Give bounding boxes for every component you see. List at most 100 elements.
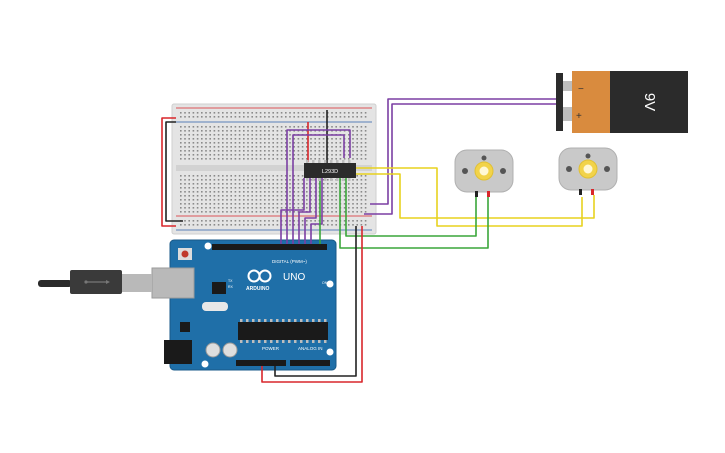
chip-pin (336, 160, 339, 163)
usb-cable[interactable] (38, 270, 152, 294)
breadboard-hole (238, 195, 241, 197)
breadboard-hole (280, 138, 283, 140)
breadboard-hole (276, 138, 279, 140)
breadboard-hole (348, 191, 350, 193)
breadboard-hole (188, 112, 190, 114)
breadboard-hole (289, 126, 291, 128)
breadboard-hole (276, 179, 279, 181)
breadboard-hole (289, 211, 291, 213)
breadboard-hole (289, 224, 291, 226)
breadboard-hole (322, 179, 325, 181)
breadboard-hole (226, 195, 228, 197)
breadboard-hole (322, 150, 325, 152)
breadboard-hole (289, 203, 291, 205)
breadboard-hole (188, 207, 190, 209)
breadboard-hole (234, 207, 237, 209)
breadboard-hole (213, 142, 216, 144)
breadboard-hole (289, 158, 291, 160)
breadboard-hole (243, 224, 245, 226)
breadboard-hole (184, 199, 186, 201)
breadboard-hole (352, 112, 354, 114)
breadboard-hole (335, 207, 337, 209)
breadboard-hole (356, 175, 358, 177)
battery-9v[interactable]: − + 9V (556, 71, 688, 133)
breadboard-hole (238, 183, 241, 185)
breadboard-hole (364, 146, 367, 148)
breadboard-hole (196, 195, 199, 197)
breadboard-hole (348, 116, 350, 118)
breadboard-hole (276, 187, 279, 189)
breadboard-hole (327, 207, 329, 209)
breadboard-hole (243, 130, 245, 132)
breadboard-hole (272, 158, 274, 160)
breadboard-hole (276, 130, 279, 132)
breadboard-hole (356, 224, 358, 226)
dc-motor-left[interactable] (454, 149, 514, 197)
breadboard-hole (348, 183, 350, 185)
breadboard-hole (268, 179, 270, 181)
breadboard-hole (310, 183, 312, 185)
breadboard-hole (360, 175, 363, 177)
breadboard-hole (259, 142, 262, 144)
breadboard-hole (352, 158, 354, 160)
mcu-pin (246, 340, 249, 343)
breadboard-hole (184, 179, 186, 181)
breadboard-hole (243, 187, 245, 189)
breadboard-hole (360, 138, 363, 140)
breadboard-hole (234, 146, 237, 148)
breadboard-hole (306, 195, 308, 197)
breadboard-hole (301, 203, 304, 205)
breadboard-hole (259, 146, 262, 148)
mcu-pin (318, 340, 321, 343)
l293d-driver-chip[interactable]: L293D (304, 160, 356, 181)
breadboard-hole (230, 211, 232, 213)
dc-motor-right[interactable] (558, 147, 618, 195)
breadboard-hole (318, 146, 321, 148)
breadboard-hole (280, 112, 283, 114)
breadboard-hole (339, 116, 342, 118)
breadboard[interactable] (171, 103, 377, 235)
breadboard-hole (343, 199, 346, 201)
breadboard-hole (201, 116, 203, 118)
breadboard-hole (205, 224, 207, 226)
breadboard-hole (335, 224, 337, 226)
breadboard-hole (331, 199, 333, 201)
breadboard-hole (276, 154, 279, 156)
arduino-uno-board[interactable]: ARDUINO UNO DIGITAL (PWM~) POWER ANALOG … (151, 239, 337, 371)
mcu-pin (246, 319, 249, 322)
breadboard-hole (196, 116, 199, 118)
arduino-model-label: UNO (283, 272, 305, 283)
mcu-pin (300, 319, 303, 322)
breadboard-hole (343, 112, 346, 114)
breadboard-hole (201, 130, 203, 132)
breadboard-hole (285, 203, 287, 205)
breadboard-hole (268, 203, 270, 205)
breadboard-hole (293, 224, 295, 226)
breadboard-hole (184, 116, 186, 118)
breadboard-hole (226, 154, 228, 156)
breadboard-hole (276, 142, 279, 144)
breadboard-hole (234, 126, 237, 128)
wire-purple-ctrl-4 (304, 178, 317, 244)
breadboard-hole (352, 138, 354, 140)
breadboard-hole (272, 195, 274, 197)
breadboard-hole (364, 150, 367, 152)
breadboard-hole (188, 224, 190, 226)
breadboard-hole (255, 195, 258, 197)
breadboard-hole (188, 138, 190, 140)
breadboard-hole (322, 211, 325, 213)
breadboard-hole (331, 116, 333, 118)
breadboard-hole (322, 138, 325, 140)
battery-minus-label: − (578, 84, 584, 95)
breadboard-hole (306, 142, 308, 144)
wire-red-power (261, 226, 363, 383)
battery-plus-label: + (576, 111, 582, 122)
breadboard-hole (247, 175, 249, 177)
breadboard-hole (352, 183, 354, 185)
breadboard-hole (217, 150, 220, 152)
breadboard-hole (276, 207, 279, 209)
breadboard-hole (297, 142, 300, 144)
breadboard-hole (327, 179, 329, 181)
breadboard-hole (209, 112, 211, 114)
breadboard-hole (213, 138, 216, 140)
